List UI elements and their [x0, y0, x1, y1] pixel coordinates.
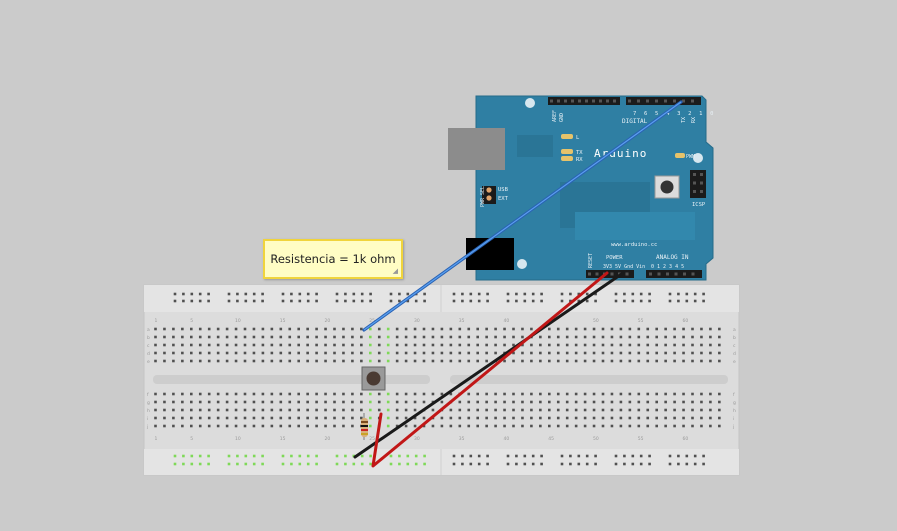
svg-text:j: j	[732, 424, 734, 430]
svg-text:60: 60	[683, 318, 689, 324]
aref-label: AREF	[552, 110, 558, 122]
analog-pins-label: 0 1 2 3 4 5	[651, 264, 684, 270]
ext-label: EXT	[498, 196, 509, 202]
arduino-board: Arduino www.arduino.cc DIGITAL ANALOG IN…	[448, 95, 716, 281]
pwr-sel-label: PWR SEL	[480, 186, 486, 207]
svg-text:35: 35	[459, 318, 465, 324]
svg-text:25: 25	[369, 318, 375, 324]
svg-text:50: 50	[593, 318, 599, 324]
svg-text:1: 1	[155, 436, 158, 442]
wire-power	[371, 271, 609, 468]
svg-text:h: h	[733, 408, 736, 414]
svg-text:50: 50	[593, 436, 599, 442]
breadboard-holes	[154, 292, 721, 466]
arduino-url-label: www.arduino.cc	[611, 242, 657, 248]
svg-text:55: 55	[638, 318, 644, 324]
resistor-note-text: Resistencia = 1k ohm	[270, 252, 396, 266]
svg-text:d: d	[147, 351, 150, 357]
svg-text:5: 5	[190, 318, 193, 324]
led-tx-label: TX	[576, 150, 583, 156]
resize-grip-icon: ◢	[392, 267, 398, 275]
digital-label: DIGITAL	[622, 118, 648, 125]
svg-text:25: 25	[369, 436, 375, 442]
svg-text:20: 20	[325, 436, 331, 442]
svg-text:10: 10	[235, 318, 241, 324]
svg-text:30: 30	[414, 318, 420, 324]
svg-text:e: e	[147, 360, 150, 365]
svg-text:10: 10	[235, 436, 241, 442]
svg-text:f: f	[733, 392, 735, 398]
digital-pins-label: 7 6 5 4 3 2 1 0	[633, 111, 716, 117]
led-l-label: L	[576, 135, 580, 141]
reset-label: RESET	[588, 253, 594, 268]
svg-text:g: g	[147, 401, 150, 406]
svg-text:i: i	[147, 416, 148, 422]
svg-text:a: a	[733, 328, 736, 333]
tx-pin-label: TX	[681, 117, 687, 123]
icsp-label: ICSP	[692, 202, 706, 208]
resistor-note: Resistencia = 1k ohm ◢	[263, 239, 403, 279]
svg-text:e: e	[733, 360, 736, 365]
svg-text:30: 30	[414, 436, 420, 442]
power-pins-label: 3V3 5V Gnd Vin	[603, 264, 645, 270]
svg-text:b: b	[733, 335, 736, 341]
pwm-label: PWM	[686, 154, 695, 160]
svg-text:1: 1	[155, 318, 158, 324]
svg-text:c: c	[733, 344, 736, 349]
svg-text:i: i	[733, 416, 734, 422]
svg-text:g: g	[733, 401, 736, 406]
wire-ground	[353, 271, 625, 459]
svg-text:15: 15	[280, 318, 286, 324]
usb-label: USB	[498, 187, 509, 193]
pushbutton-icon	[361, 366, 386, 391]
svg-text:j: j	[146, 424, 148, 430]
svg-text:45: 45	[548, 436, 554, 442]
usb-connector	[448, 128, 505, 170]
rx-pin-label: RX	[691, 117, 697, 123]
led-rx-label: RX	[576, 157, 583, 163]
svg-text:5: 5	[190, 436, 193, 442]
svg-text:60: 60	[683, 436, 689, 442]
svg-text:15: 15	[280, 436, 286, 442]
gnd-label: GND	[559, 113, 565, 122]
svg-text:h: h	[147, 408, 150, 414]
svg-text:20: 20	[325, 318, 331, 324]
svg-text:40: 40	[504, 318, 510, 324]
resistor-icon	[361, 413, 368, 440]
svg-text:c: c	[147, 344, 150, 349]
power-jack	[466, 238, 514, 270]
power-label: POWER	[606, 255, 623, 261]
svg-text:b: b	[147, 335, 150, 341]
svg-text:a: a	[147, 328, 150, 333]
analog-label: ANALOG IN	[656, 254, 689, 261]
svg-text:40: 40	[504, 436, 510, 442]
svg-text:55: 55	[638, 436, 644, 442]
svg-text:d: d	[733, 351, 736, 357]
svg-text:35: 35	[459, 436, 465, 442]
svg-text:f: f	[147, 392, 149, 398]
